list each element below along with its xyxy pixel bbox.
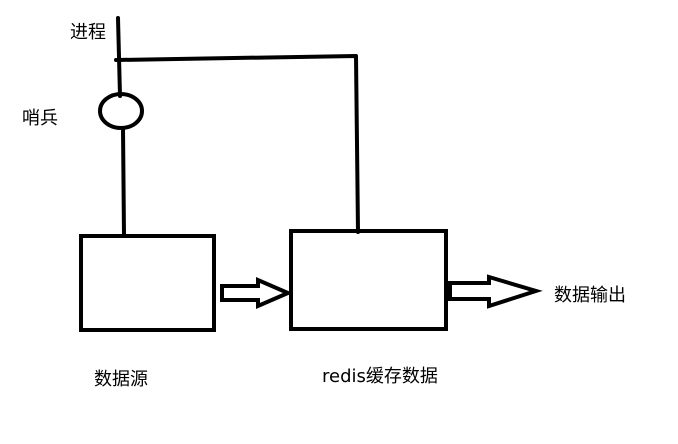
process-label: 进程 bbox=[70, 22, 106, 43]
process-to-redis-connector bbox=[114, 54, 360, 234]
sentinel-label: 哨兵 bbox=[22, 108, 58, 129]
source-to-redis-arrow bbox=[220, 276, 294, 310]
sentinel-node bbox=[98, 92, 144, 130]
data-output-label: 数据输出 bbox=[554, 285, 626, 306]
redis-cache-box bbox=[289, 229, 448, 331]
redis-cache-label: redis缓存数据 bbox=[322, 366, 438, 387]
redis-to-output-arrow bbox=[448, 274, 543, 309]
data-source-label: 数据源 bbox=[94, 369, 148, 390]
process-line bbox=[116, 16, 122, 98]
data-source-box bbox=[79, 234, 216, 332]
sentinel-to-source-line bbox=[121, 126, 126, 238]
